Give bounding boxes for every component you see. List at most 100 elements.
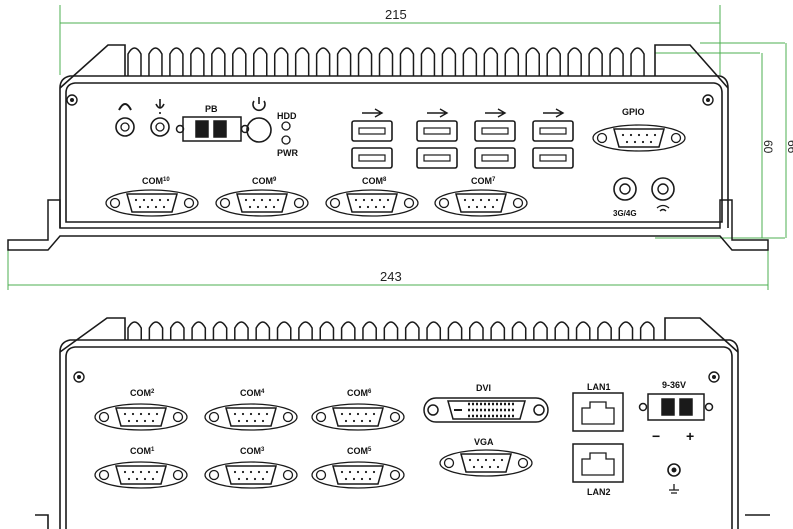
antenna-3g4g-label: 3G/4G bbox=[613, 209, 637, 218]
heatsink-fin bbox=[255, 321, 271, 340]
pb-label: PB bbox=[205, 104, 218, 114]
hdd-label: HDD bbox=[277, 111, 297, 121]
com-port[interactable] bbox=[325, 189, 419, 217]
heatsink-fin bbox=[525, 47, 540, 76]
com-port[interactable] bbox=[215, 189, 309, 217]
dimension-lines bbox=[7, 5, 787, 290]
com-port[interactable] bbox=[105, 189, 199, 217]
heatsink-fin bbox=[420, 47, 436, 76]
heatsink-fin bbox=[319, 321, 335, 340]
heatsink-fin bbox=[383, 321, 399, 340]
usb-ports[interactable] bbox=[351, 120, 574, 169]
headphone-jack[interactable] bbox=[115, 103, 135, 137]
heatsink-fin bbox=[404, 321, 420, 340]
heatsink-fin bbox=[588, 47, 603, 76]
com-port[interactable] bbox=[204, 403, 298, 431]
heatsink-fin bbox=[169, 321, 185, 340]
com-label: COM9 bbox=[252, 176, 277, 186]
dvi-connector[interactable] bbox=[423, 397, 549, 423]
com-port[interactable] bbox=[94, 403, 188, 431]
pb-connector[interactable] bbox=[175, 116, 250, 142]
com-port[interactable] bbox=[434, 189, 528, 217]
microphone-jack[interactable] bbox=[150, 99, 170, 137]
pwr-label: PWR bbox=[277, 148, 298, 158]
gpio-connector[interactable] bbox=[592, 124, 686, 152]
heatsink-fin bbox=[190, 47, 205, 76]
chassis-body bbox=[59, 44, 729, 228]
heatsink-fin bbox=[127, 47, 142, 76]
vga-connector[interactable] bbox=[439, 449, 533, 477]
headphone-icon bbox=[118, 103, 132, 111]
heatsink-fin bbox=[169, 47, 184, 76]
heatsink-fin bbox=[639, 321, 655, 340]
chassis-body-rear bbox=[35, 317, 770, 529]
gpio-label: GPIO bbox=[622, 107, 645, 117]
heatsink-fin bbox=[378, 47, 394, 76]
dvi-label: DVI bbox=[476, 383, 491, 393]
com-label: COM5 bbox=[347, 446, 372, 456]
front-view: 215 243 60 66 PB bbox=[7, 5, 793, 290]
heatsink-fin bbox=[276, 321, 292, 340]
minus-label: − bbox=[652, 428, 660, 444]
heatsink-fin bbox=[298, 321, 313, 340]
heatsink-fin bbox=[148, 321, 164, 340]
com-label: COM8 bbox=[362, 176, 387, 186]
wifi-icon bbox=[656, 204, 670, 212]
heatsink-fin bbox=[490, 321, 506, 340]
heatsink-fin bbox=[546, 47, 561, 76]
heatsink-fin bbox=[533, 321, 548, 340]
heatsink-fin bbox=[294, 47, 310, 76]
heatsink-fin bbox=[315, 47, 331, 76]
com-label: COM3 bbox=[240, 446, 265, 456]
com-port[interactable] bbox=[311, 461, 405, 489]
com-port[interactable] bbox=[311, 403, 405, 431]
heatsink-fin bbox=[273, 47, 289, 76]
heatsink-fin bbox=[211, 47, 226, 76]
heatsink-fin bbox=[340, 321, 356, 340]
plus-label: + bbox=[686, 428, 694, 444]
heatsink-fin bbox=[191, 321, 207, 340]
heatsink-fin bbox=[575, 321, 591, 340]
dc-power-connector[interactable] bbox=[638, 393, 714, 421]
com-port[interactable] bbox=[94, 461, 188, 489]
vga-label: VGA bbox=[474, 437, 494, 447]
heatsink-fin bbox=[469, 321, 484, 340]
dim-total-height: 66 bbox=[785, 140, 793, 154]
heatsink-fin bbox=[426, 321, 442, 340]
ground-terminal[interactable] bbox=[667, 463, 681, 494]
lan2-label: LAN2 bbox=[587, 487, 611, 497]
com-label: COM7 bbox=[471, 176, 496, 186]
heatsink-fin bbox=[357, 47, 373, 76]
heatsink-fin bbox=[597, 321, 612, 340]
dim-body-height: 60 bbox=[761, 140, 775, 154]
heatsink-fin bbox=[399, 47, 415, 76]
lan2-port[interactable] bbox=[572, 443, 624, 483]
heatsink-fins bbox=[127, 47, 645, 76]
lan1-port[interactable] bbox=[572, 392, 624, 432]
heatsink-fin bbox=[618, 321, 634, 340]
antenna-wifi[interactable] bbox=[651, 177, 675, 212]
mounting-flange bbox=[7, 199, 769, 251]
heatsink-fin bbox=[127, 321, 142, 340]
ground-icon bbox=[669, 484, 679, 494]
heatsink-fin bbox=[567, 47, 582, 76]
power-in-label: 9-36V bbox=[662, 380, 686, 390]
usb3-icon bbox=[362, 108, 565, 118]
pwr-led bbox=[281, 135, 291, 145]
heatsink-fin bbox=[609, 47, 624, 76]
hdd-led bbox=[281, 121, 291, 131]
heatsink-fin bbox=[504, 47, 520, 76]
heatsink-fin bbox=[447, 321, 463, 340]
antenna-3g4g[interactable] bbox=[613, 177, 637, 201]
dim-base-width: 243 bbox=[380, 269, 402, 284]
power-button[interactable] bbox=[246, 97, 272, 143]
heatsink-fin bbox=[554, 321, 570, 340]
heatsink-fin bbox=[362, 321, 377, 340]
microphone-icon bbox=[155, 99, 165, 114]
com-port[interactable] bbox=[204, 461, 298, 489]
heatsink-fin bbox=[630, 47, 645, 76]
heatsink-fin bbox=[511, 321, 527, 340]
heatsink-fin bbox=[232, 47, 247, 76]
heatsink-fins-rear bbox=[127, 321, 655, 340]
